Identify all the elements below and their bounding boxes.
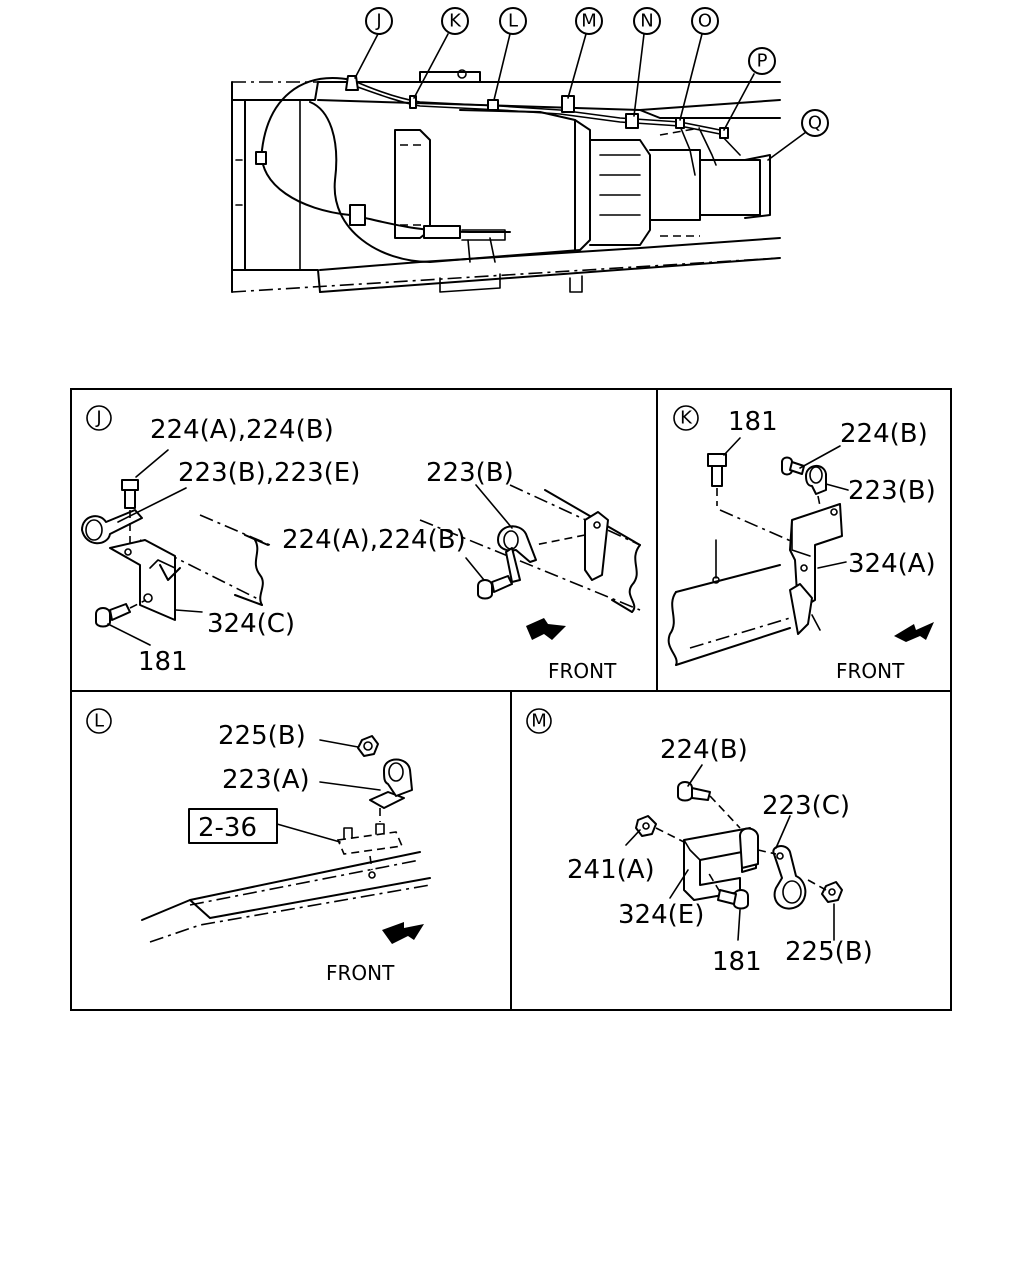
label-324c: 324(C) [207,609,295,639]
label-181-k: 181 [728,407,778,437]
callout-n: N [633,7,661,35]
callout-m: M [575,7,603,35]
callout-k: K [441,7,469,35]
callout-k-label: K [449,11,462,32]
callout-m-label: M [581,11,597,32]
panel-m: M 224(B) 223(C) 241(A) [526,708,873,977]
callout-q: Q [801,109,829,137]
callout-o-label: O [698,11,712,32]
label-223b-223e: 223(B),223(E) [178,458,360,488]
label-324a: 324(A) [848,549,936,579]
callout-l-label: L [508,11,518,32]
panel-j: J 224(A),224(B) 223(B),223(E) 324(C) 181 [81,405,641,683]
front-label-k: FRONT [836,659,905,683]
front-arrow-icon [526,618,566,640]
callout-o: O [691,7,719,35]
label-181-m: 181 [712,947,762,977]
callout-q-label: Q [808,113,822,134]
label-224b-k: 224(B) [840,419,928,449]
label-224a-224b-top: 224(A),224(B) [150,415,334,445]
front-label-l: FRONT [326,961,395,985]
label-225b-l: 225(B) [218,721,306,751]
callout-l: L [499,7,527,35]
callout-j: J [365,7,393,35]
label-223c: 223(C) [762,791,850,821]
front-label-j: FRONT [548,659,617,683]
front-arrow-icon [382,922,424,944]
panel-m-letter: M [531,711,547,732]
label-181-j: 181 [138,647,188,677]
label-324e: 324(E) [618,900,704,930]
label-241a: 241(A) [567,855,655,885]
label-223b-k: 223(B) [848,476,936,506]
panel-frames [70,388,952,1011]
panel-k: K 181 224(B) 223(B) 324(A) [667,405,936,683]
label-223a: 223(A) [222,765,310,795]
callout-j-label: J [375,11,381,32]
label-225b-m: 225(B) [785,937,873,967]
label-224a-224b-right: 224(A),224(B) [282,525,466,555]
callout-n-label: N [640,11,653,32]
callout-p-label: P [757,51,768,72]
ref-2-36: 2-36 [198,813,257,843]
overview-callouts: J K L M N O P Q [354,7,829,161]
callout-p: P [748,47,776,75]
overview-chassis [231,69,781,293]
panel-j-letter: J [95,408,101,429]
panel-l: L 225(B) 223(A) 2-36 FRONT [86,708,431,985]
panel-k-letter: K [680,408,693,429]
front-arrow-icon [894,622,934,642]
label-224b-m: 224(B) [660,735,748,765]
panel-l-letter: L [94,711,104,732]
label-223b-right: 223(B) [426,458,514,488]
